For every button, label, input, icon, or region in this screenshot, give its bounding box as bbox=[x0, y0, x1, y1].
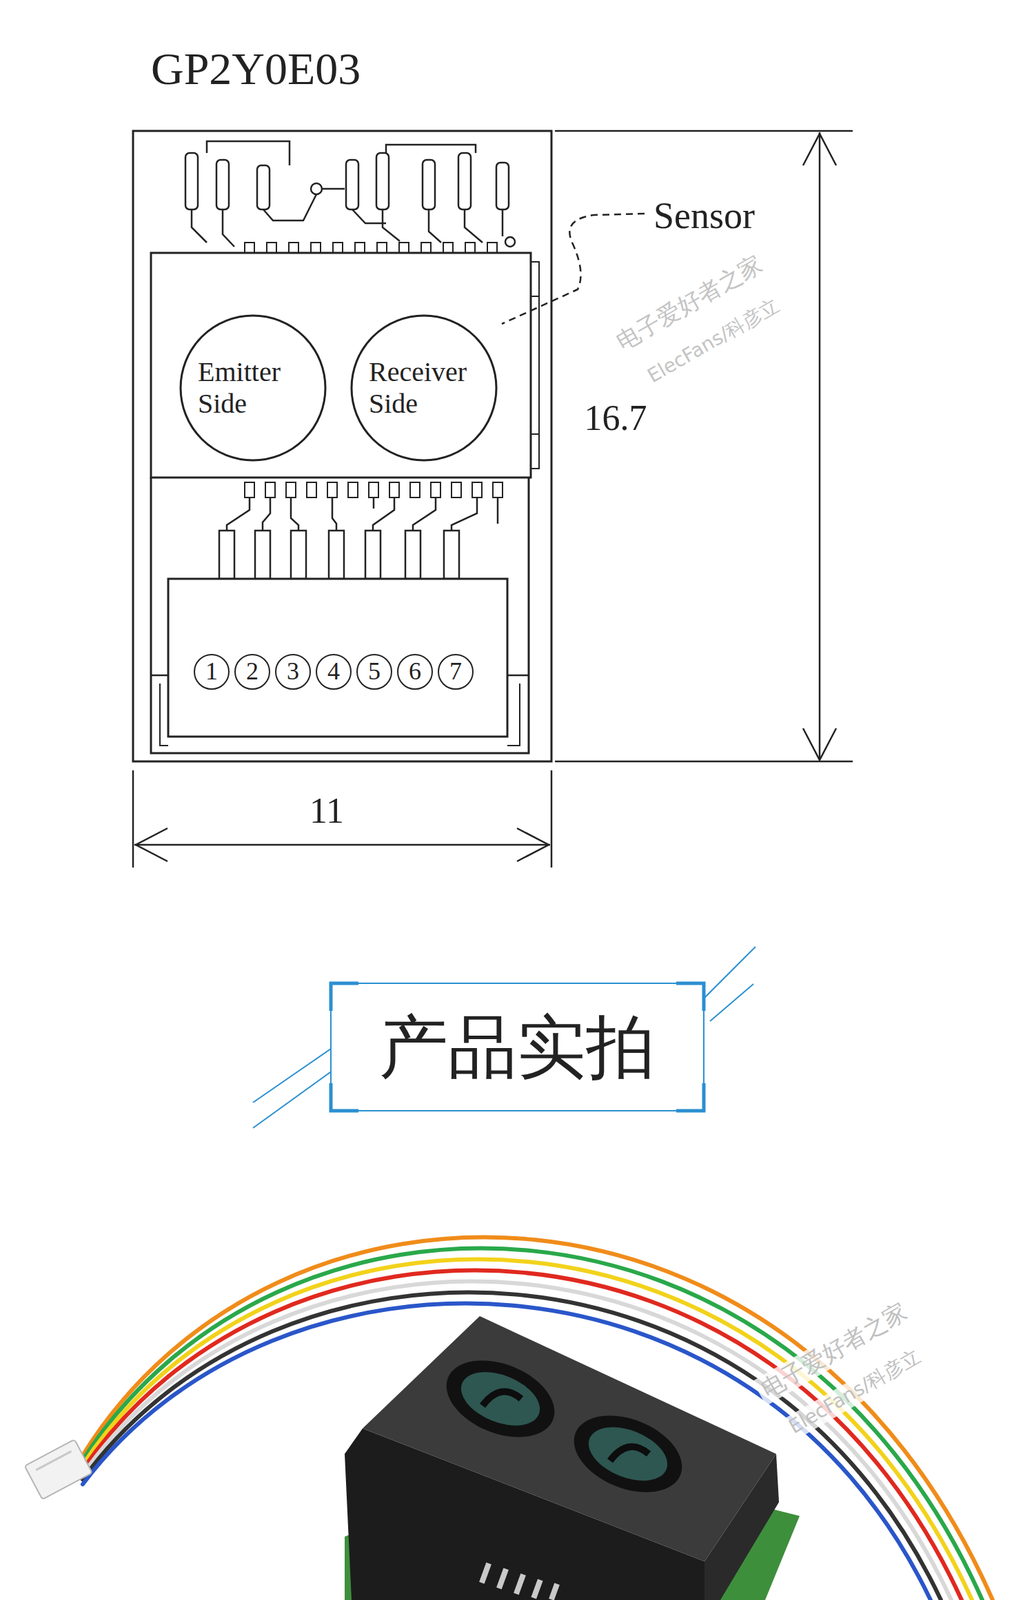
pin-number: 4 bbox=[315, 653, 353, 691]
pin-number: 5 bbox=[355, 653, 393, 691]
frame-corner bbox=[676, 983, 704, 1012]
receiver-circle: Receiver Side bbox=[350, 314, 498, 462]
dimension-label: 11 bbox=[309, 791, 344, 831]
pin-number: 1 bbox=[193, 653, 231, 691]
circle-outline bbox=[351, 315, 497, 461]
pin-number-text: 3 bbox=[286, 657, 300, 686]
dimension-label: 16.7 bbox=[584, 398, 648, 438]
pin-number: 3 bbox=[274, 653, 312, 691]
node-text-group: 1 bbox=[205, 657, 218, 686]
frame-corner bbox=[330, 983, 359, 1012]
pcb-outline-drawing bbox=[133, 130, 552, 762]
sensor-label: Sensor bbox=[653, 195, 755, 237]
watermark: 电子爱好者之家 bbox=[612, 250, 768, 356]
node-text-group: 5 bbox=[368, 657, 381, 686]
header-decoration bbox=[252, 947, 756, 1129]
emitter-circle: Emitter Side bbox=[179, 314, 327, 462]
section-header-box: 产品实拍 bbox=[329, 982, 706, 1113]
node-text-group: 4 bbox=[327, 657, 340, 686]
circle-outline bbox=[275, 654, 311, 690]
part-title: GP2Y0E03 bbox=[150, 44, 361, 95]
pin-number: 6 bbox=[396, 653, 434, 691]
frame-outline bbox=[330, 983, 704, 1112]
frame-corner bbox=[676, 1083, 704, 1112]
circle-outline bbox=[316, 654, 351, 690]
receiver-circle-text: Receiver Side bbox=[368, 356, 480, 420]
section-header-box-text: 产品实拍 bbox=[379, 1007, 655, 1088]
node-text-group: Emitter Side bbox=[197, 356, 309, 420]
pin-number-text: 4 bbox=[327, 657, 340, 686]
circle-outline bbox=[397, 654, 433, 690]
circle-outline bbox=[235, 654, 270, 690]
pin-number-text: 2 bbox=[246, 657, 259, 686]
circle-outline bbox=[180, 315, 326, 461]
node-text-group: 产品实拍 bbox=[379, 1007, 655, 1088]
product-photo bbox=[24, 1238, 993, 1600]
circle-outline bbox=[194, 654, 229, 690]
node-text-group: 2 bbox=[246, 657, 259, 686]
circle-outline bbox=[438, 654, 473, 690]
pin-number: 7 bbox=[437, 653, 475, 691]
pin-number: 2 bbox=[233, 653, 271, 691]
node-text-group: 7 bbox=[449, 657, 462, 686]
node-text-group: 3 bbox=[286, 657, 300, 686]
node-text-group: 6 bbox=[408, 657, 422, 686]
leader-line bbox=[501, 213, 645, 324]
node-text-group: Receiver Side bbox=[368, 356, 480, 420]
dimension-lines bbox=[133, 130, 853, 868]
pin-number-text: 1 bbox=[205, 657, 218, 686]
pin-number-text: 7 bbox=[449, 657, 462, 686]
emitter-circle-text: Emitter Side bbox=[197, 356, 309, 420]
pin-number-text: 5 bbox=[368, 657, 381, 686]
frame-corner bbox=[330, 1083, 359, 1112]
pin-number-text: 6 bbox=[408, 657, 422, 686]
circle-outline bbox=[357, 654, 392, 690]
